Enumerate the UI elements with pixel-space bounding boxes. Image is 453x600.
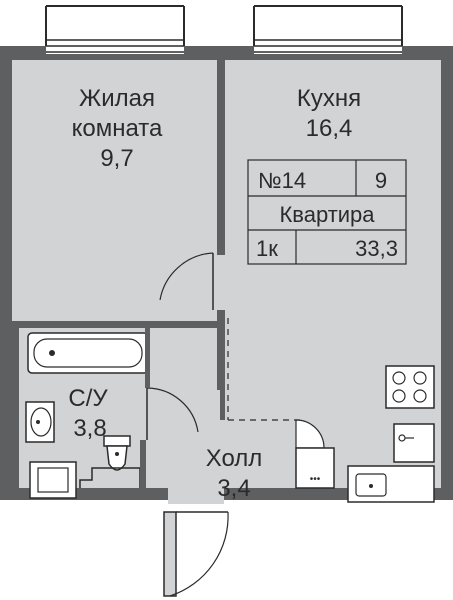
apartment-floor: 9 [375, 168, 387, 193]
wall-bath-right-lower [140, 440, 146, 488]
wall-living-kitchen [217, 60, 225, 250]
apartment-type: 1к [256, 236, 278, 261]
stove [385, 365, 435, 409]
entrance-door [163, 511, 229, 597]
kitchen-floor [225, 60, 441, 488]
bathroom-name: С/У [68, 385, 108, 412]
wall-living-bath [12, 321, 152, 328]
bathroom-sink [25, 401, 55, 443]
kitchen-name: Кухня [297, 85, 361, 112]
bathtub [27, 332, 149, 374]
doorway-bath [145, 390, 220, 424]
window-left [45, 5, 185, 54]
bathroom-door [146, 387, 199, 440]
doorway-entry [168, 482, 224, 504]
hall-area: 3,4 [217, 475, 250, 502]
wall-bath-right-upper [145, 328, 150, 388]
apartment-number: №14 [258, 168, 306, 193]
toilet [103, 435, 131, 471]
living-room-door [159, 252, 214, 310]
doorway-living [212, 255, 230, 310]
living-room-floor [12, 60, 217, 321]
kitchen-area: 16,4 [306, 115, 353, 142]
window-right [253, 5, 403, 54]
hall-floor [140, 420, 230, 488]
living-room-area: 9,7 [100, 145, 133, 172]
kitchen-sink [347, 465, 435, 503]
svg-text:•••: ••• [310, 474, 321, 485]
hall-wardrobe: ••• [295, 419, 335, 489]
wall-bath-left [12, 321, 19, 488]
bathroom-area: 3,8 [73, 415, 106, 442]
apartment-label: Квартира [279, 202, 375, 227]
hall-name: Холл [206, 445, 263, 472]
washing-machine [29, 461, 77, 499]
living-room-name-line2: комната [72, 115, 163, 142]
apartment-info-box: №14 9 Квартира 1к 33,3 [247, 159, 407, 265]
apartment-total-area: 33,3 [355, 236, 398, 261]
living-room-name-line1: Жилая [79, 85, 155, 112]
kitchen-cabinet [393, 423, 435, 463]
